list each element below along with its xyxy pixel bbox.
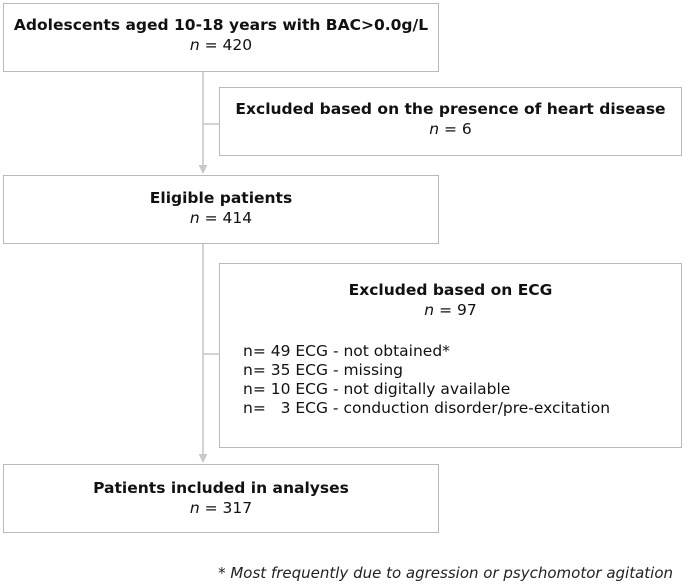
eligible-box: Eligible patients n = 414 [3, 175, 439, 244]
included-count: n = 317 [4, 498, 438, 518]
included-box: Patients included in analyses n = 317 [3, 464, 439, 533]
excluded-ecg-count: n = 97 [220, 300, 681, 320]
exclusion-reason: n= 10 ECG - not digitally available [243, 380, 511, 398]
count-value: = 97 [439, 301, 477, 319]
count-value: = 420 [204, 36, 253, 54]
excluded-heart-box: Excluded based on the presence of heart … [219, 87, 682, 156]
excluded-heart-title: Excluded based on the presence of heart … [235, 100, 666, 118]
footnote: * Most frequently due to agression or ps… [218, 564, 673, 582]
adolescents-box: Adolescents aged 10-18 years with BAC>0.… [3, 3, 439, 72]
excluded-heart-count: n = 6 [220, 119, 681, 139]
n-symbol: n [424, 301, 435, 319]
eligible-count: n = 414 [4, 208, 438, 228]
exclusion-reason: n= 49 ECG - not obtained* [243, 342, 450, 360]
n-symbol: n [189, 209, 200, 227]
count-value: = 6 [443, 120, 472, 138]
n-symbol: n [189, 36, 200, 54]
n-symbol: n [429, 120, 440, 138]
n-symbol: n [189, 499, 200, 517]
count-value: = 414 [204, 209, 253, 227]
eligible-title: Eligible patients [149, 189, 293, 207]
exclusion-reason: n= 35 ECG - missing [243, 361, 403, 379]
adolescents-title: Adolescents aged 10-18 years with BAC>0.… [13, 16, 429, 34]
excluded-ecg-title: Excluded based on ECG [348, 281, 553, 299]
included-title: Patients included in analyses [93, 479, 349, 497]
exclusion-reason-list: n= 49 ECG - not obtained* n= 35 ECG - mi… [220, 342, 681, 418]
excluded-ecg-box: Excluded based on ECG n = 97 n= 49 ECG -… [219, 263, 682, 448]
exclusion-reason: n= 3 ECG - conduction disorder/pre-excit… [243, 399, 611, 417]
adolescents-count: n = 420 [4, 35, 438, 55]
count-value: = 317 [204, 499, 253, 517]
